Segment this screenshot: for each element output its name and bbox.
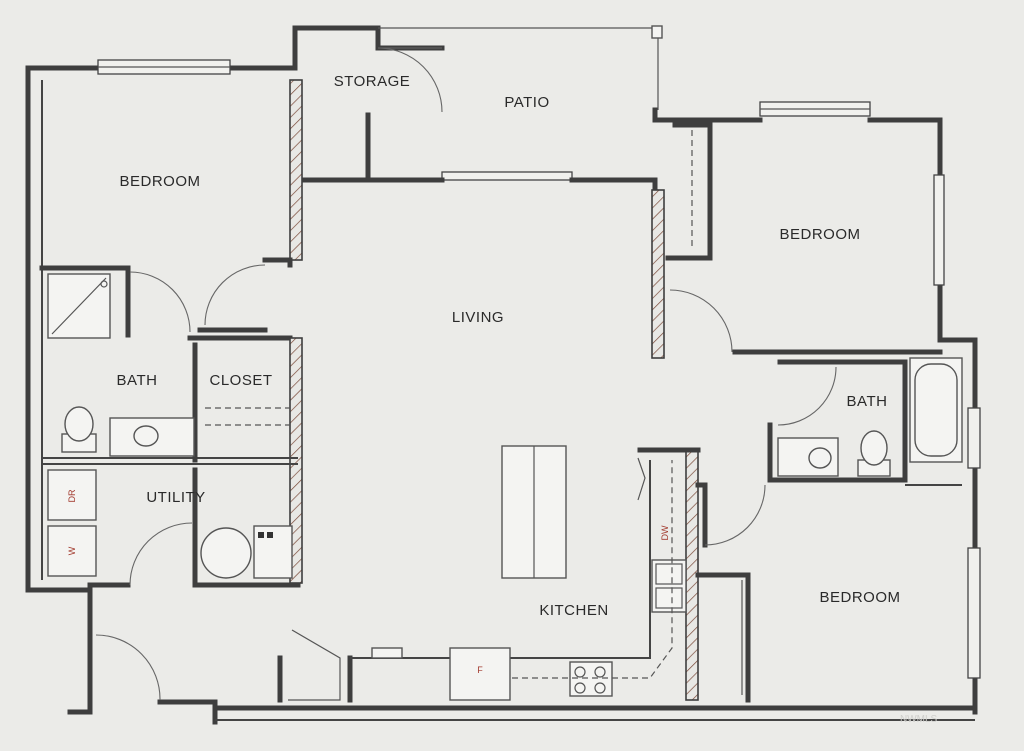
door-nw-bedroom [204, 264, 266, 326]
interior-walls [39, 79, 962, 703]
west-bath-fixtures [47, 273, 195, 457]
label-bath-e: BATH [847, 393, 888, 410]
label-utility: UTILITY [146, 489, 205, 506]
toilet-bowl-w [64, 406, 94, 442]
utility-fixtures [47, 469, 293, 579]
exterior-walls [25, 25, 978, 725]
east-bath-fixtures [777, 357, 963, 477]
label-storage: STORAGE [334, 73, 411, 90]
toilet-bowl-e [860, 430, 888, 466]
label-dryer: DR [67, 489, 77, 502]
window-east-bath [967, 407, 981, 469]
sink-e [808, 447, 832, 469]
label-bedroom-se: BEDROOM [819, 589, 900, 606]
watermark: NWMLS [900, 714, 938, 725]
door-ne-bedroom [669, 289, 733, 353]
label-fridge: F [477, 665, 483, 675]
washer [47, 525, 97, 577]
closet-shelving [205, 407, 290, 426]
label-bedroom-ne: BEDROOM [779, 226, 860, 243]
room-labels: BEDROOM STORAGE PATIO BEDROOM LIVING BAT… [117, 73, 900, 619]
door-entry [95, 634, 161, 701]
window-east-lower [967, 547, 981, 679]
label-bath-w: BATH [117, 372, 158, 389]
vanity-e [777, 437, 839, 477]
label-patio: PATIO [504, 94, 549, 111]
water-heater [200, 527, 252, 579]
door-w-bath [129, 271, 191, 333]
label-washer: W [67, 546, 77, 555]
door-storage [377, 47, 443, 113]
label-bedroom-nw: BEDROOM [119, 173, 200, 190]
patio-slider [441, 171, 573, 181]
label-dishwasher: DW [660, 525, 670, 540]
kitchen-fixtures [288, 457, 687, 701]
door-se-bedroom [704, 484, 766, 546]
doors [95, 47, 837, 701]
patio-outline [378, 25, 663, 110]
dryer [47, 469, 97, 521]
windows [97, 59, 981, 679]
sink-w [133, 425, 159, 447]
label-closet: CLOSET [209, 372, 272, 389]
appliance-labels: DR W DW F [67, 489, 670, 675]
fridge [449, 647, 511, 701]
label-kitchen: KITCHEN [539, 602, 608, 619]
sink-kitchen [651, 559, 687, 613]
window-east-upper [933, 174, 945, 286]
label-living: LIVING [452, 309, 504, 326]
door-utility [129, 522, 193, 586]
door-e-bath [777, 366, 837, 426]
